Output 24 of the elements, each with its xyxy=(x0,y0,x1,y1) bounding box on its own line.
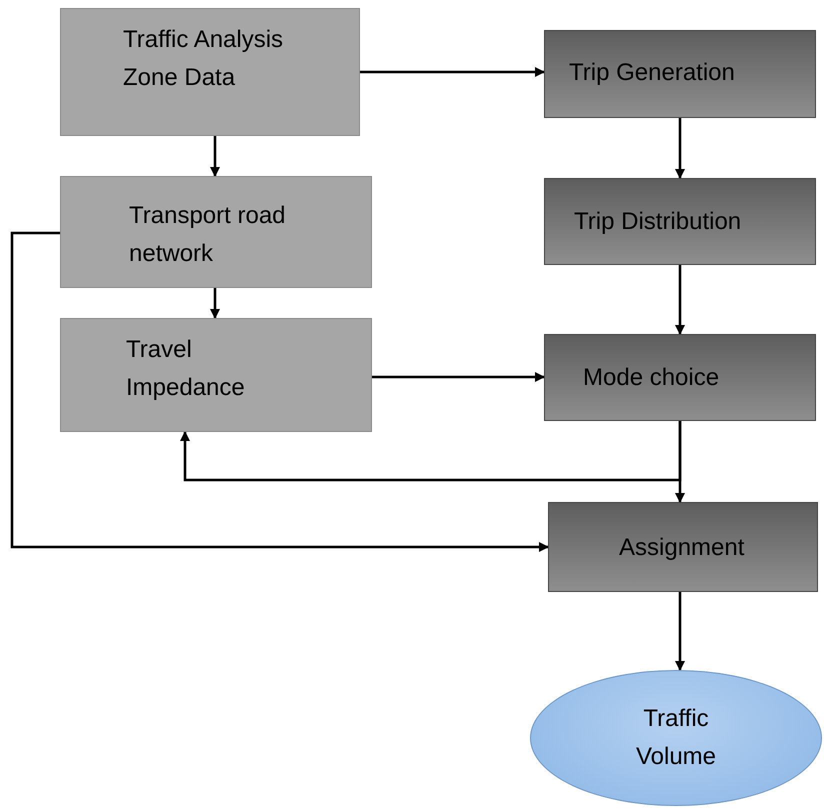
box-label: Travel Impedance xyxy=(126,335,246,403)
arrow xyxy=(210,136,220,177)
arrow xyxy=(372,372,545,382)
box-label: Trip Generation xyxy=(569,58,736,88)
box-label: Transport road network xyxy=(129,201,287,269)
box-label: Traffic Volume xyxy=(634,704,718,772)
box-label: Mode choice xyxy=(583,363,720,393)
process-box xyxy=(544,30,816,118)
box-label: Trip Distribution xyxy=(574,207,742,237)
arrow xyxy=(675,265,685,335)
process-box xyxy=(548,502,818,592)
process-box xyxy=(544,334,816,421)
box-label: Traffic Analysis Zone Data xyxy=(123,25,284,93)
process-box xyxy=(60,318,372,432)
arrow xyxy=(180,421,682,482)
arrow xyxy=(360,67,545,77)
box-label: Assignment xyxy=(619,533,746,563)
arrow xyxy=(675,592,685,671)
arrow xyxy=(210,288,220,319)
process-box xyxy=(60,8,360,136)
process-box xyxy=(544,178,816,265)
process-box xyxy=(60,176,372,288)
arrow xyxy=(675,118,685,179)
arrow xyxy=(10,232,549,552)
